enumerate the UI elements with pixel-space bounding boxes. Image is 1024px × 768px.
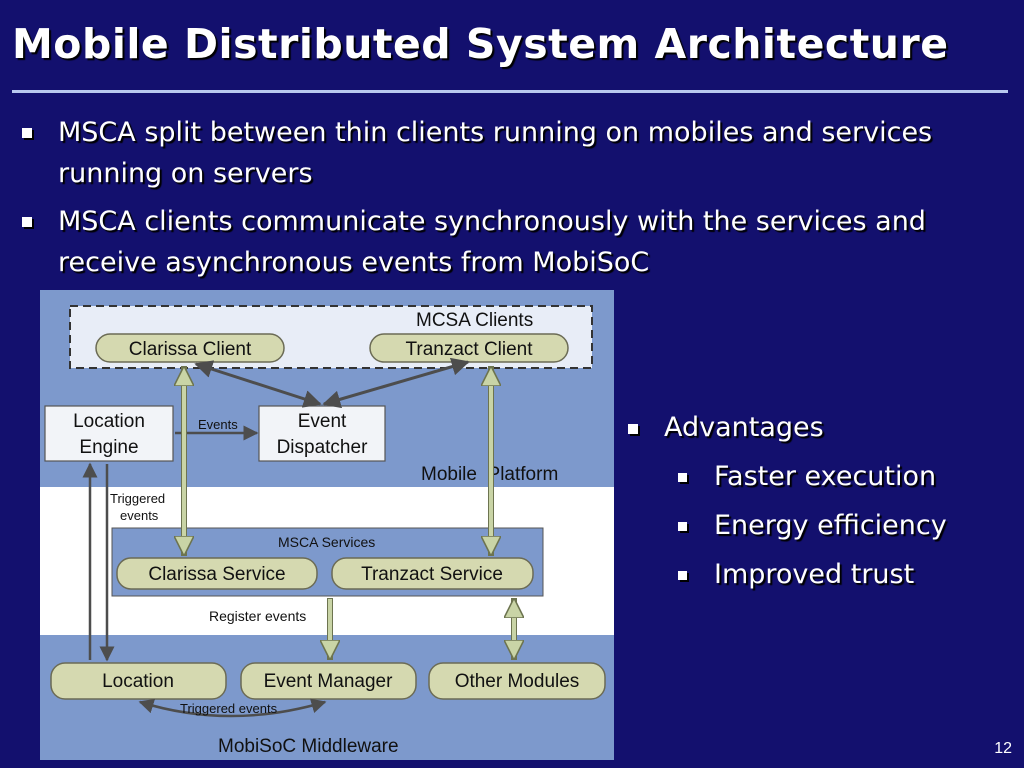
event-manager-box	[240, 662, 417, 700]
title-divider	[12, 90, 1008, 93]
bullet-text: MSCA split between thin clients running …	[58, 117, 933, 189]
clarissa-service-label: Clarissa Service	[148, 564, 285, 585]
tranzact-service-label: Tranzact Service	[361, 564, 503, 585]
bullet-list: MSCA split between thin clients running …	[18, 112, 1018, 290]
events-label: Events	[198, 417, 238, 432]
location-label: Location	[102, 671, 174, 692]
bullet-square-icon	[678, 473, 687, 482]
bullet-square-icon	[678, 571, 687, 580]
location-box	[50, 662, 227, 700]
triggered-events-label: Triggered events	[180, 701, 278, 716]
advantage-text: Energy efficiency	[714, 510, 947, 541]
architecture-diagram: MCSA Clients Clarissa Client Tranzact Cl…	[40, 290, 614, 760]
advantage-item: Faster execution	[624, 457, 1014, 497]
other-modules-label: Other Modules	[455, 671, 580, 692]
triggered-events-label-1: Triggered	[110, 491, 165, 506]
advantage-item: Energy efficiency	[624, 506, 1014, 546]
bullet-square-icon	[628, 424, 638, 434]
bullet-text: MSCA clients communicate synchronously w…	[58, 206, 926, 278]
triggered-events-curve	[138, 698, 327, 718]
bullet-square-icon	[22, 217, 32, 227]
tranzact-service-box	[331, 557, 534, 590]
clarissa-client-box	[95, 333, 285, 363]
location-engine-label-2: Engine	[79, 437, 138, 458]
clarissa-service-box	[116, 557, 318, 590]
advantages-heading: Advantages	[664, 412, 824, 443]
dispatcher-tranzact-arrow	[322, 357, 470, 409]
triggered-events-label-2: events	[120, 508, 159, 523]
clients-group-label: MCSA Clients	[416, 310, 533, 331]
event-dispatcher-label-1: Event	[298, 411, 347, 432]
advantage-text: Improved trust	[714, 559, 915, 590]
advantages-list: Advantages Faster execution Energy effic…	[624, 408, 1014, 604]
advantage-item: Improved trust	[624, 555, 1014, 595]
register-events-label: Register events	[209, 608, 306, 624]
slide-title: Mobile Distributed System Architecture	[12, 20, 949, 68]
bullet-square-icon	[678, 522, 687, 531]
advantage-text: Faster execution	[714, 461, 937, 492]
other-modules-box	[428, 662, 606, 700]
page-number: 12	[994, 740, 1012, 757]
dispatcher-clarissa-arrow	[194, 360, 322, 408]
event-manager-label: Event Manager	[264, 671, 394, 692]
location-engine-label-1: Location	[73, 411, 145, 432]
clarissa-client-label: Clarissa Client	[129, 339, 252, 360]
bullet-item: MSCA clients communicate synchronously w…	[18, 201, 1018, 283]
bullet-item: MSCA split between thin clients running …	[18, 112, 1018, 194]
services-group-label: MSCA Services	[278, 534, 375, 550]
event-dispatcher-box	[258, 405, 386, 462]
middleware-label: MobiSoC Middleware	[218, 736, 399, 757]
advantages-heading-item: Advantages	[624, 408, 1014, 448]
location-engine-box	[44, 405, 174, 462]
event-dispatcher-label-2: Dispatcher	[277, 437, 368, 458]
bullet-square-icon	[22, 128, 32, 138]
tranzact-client-label: Tranzact Client	[405, 339, 533, 360]
